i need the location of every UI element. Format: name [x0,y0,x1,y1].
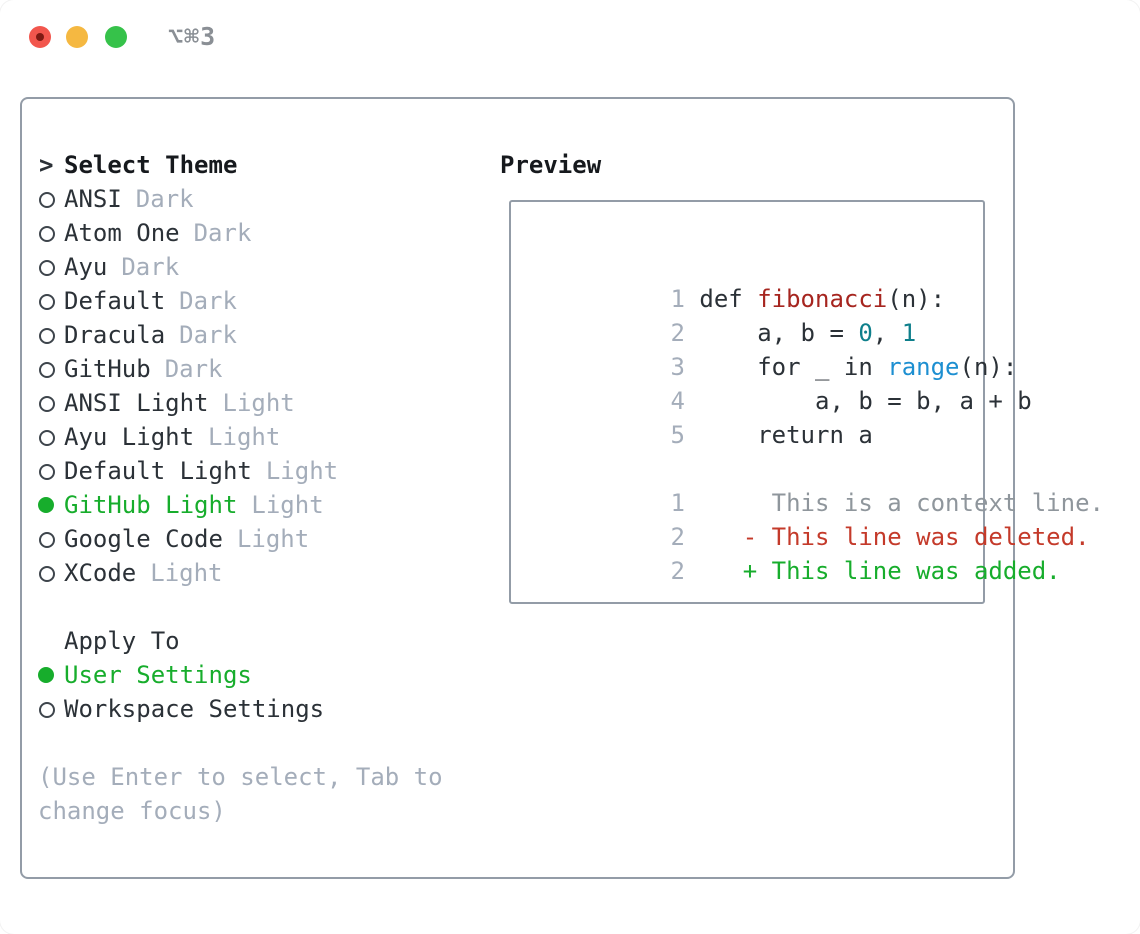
theme-item-github-dark[interactable]: GitHub Dark [38,352,223,386]
variant-badge: Light [222,389,295,417]
apply-to-title: Apply To [64,627,180,655]
theme-picker-panel: > Select Theme ANSI Dark Atom One Dark A… [20,97,1104,879]
theme-item-atom-one-dark[interactable]: Atom One Dark [38,216,251,250]
close-button[interactable] [29,26,51,48]
focus-marker: > [38,148,64,182]
radio-selected-icon [38,488,64,522]
diff-deleted-line: 2 - This line was deleted. [670,523,1090,551]
apply-option-user-settings[interactable]: User Settings [38,658,252,692]
radio-icon [38,386,64,420]
variant-badge: Dark [193,219,252,247]
code-line: 3 for _ in range(n): [670,353,1018,381]
unsaved-dot-icon [36,33,44,41]
apply-to-header: Apply To [38,624,180,658]
variant-badge: Dark [179,321,237,349]
code-preview: 1 def fibonacci(n): 2 a, b = 0, 1 3 for … [526,248,1104,585]
theme-item-dracula-dark[interactable]: Dracula Dark [38,318,237,352]
theme-item-ansi-light[interactable]: ANSI Light Light [38,386,295,420]
theme-item-google-code[interactable]: Google Code Light [38,522,309,556]
variant-badge: Dark [164,355,223,383]
select-theme-title: Select Theme [64,151,238,179]
radio-icon [38,284,64,318]
theme-item-default-dark[interactable]: Default Dark [38,284,237,318]
theme-item-github-light[interactable]: GitHub Light Light [38,488,324,522]
window-title: ⌥⌘3 [168,22,217,51]
help-text-line2: change focus) [38,797,226,825]
chevron-right-icon: > [39,151,54,179]
code-line: 4 a, b = b, a + b [670,387,1032,415]
code-line: 5 return a [670,421,873,449]
theme-item-ansi-dark[interactable]: ANSI Dark [38,182,194,216]
radio-icon [38,352,64,386]
variant-badge: Light [236,525,310,553]
variant-badge: Dark [135,185,194,213]
theme-item-ayu-dark[interactable]: Ayu Dark [38,250,179,284]
variant-badge: Light [265,457,339,485]
zoom-button[interactable] [105,26,127,48]
select-theme-header: > Select Theme [38,148,237,182]
diff-added-line: 2 + This line was added. [670,557,1061,585]
title-bar: ⌥⌘3 [0,0,1140,74]
radio-icon [38,250,64,284]
radio-icon [38,692,64,726]
code-line: 1 def fibonacci(n): [670,285,946,313]
radio-icon [38,522,64,556]
code-line: 2 a, b = 0, 1 [670,319,917,347]
help-text-line1: (Use Enter to select, Tab to [38,763,443,791]
theme-item-xcode[interactable]: XCode Light [38,556,223,590]
preview-pane: 1 def fibonacci(n): 2 a, b = 0, 1 3 for … [509,200,1104,604]
variant-badge: Dark [179,287,237,315]
radio-selected-icon [38,658,64,692]
radio-icon [38,420,64,454]
preview-title: Preview [500,151,602,179]
variant-badge: Light [150,559,223,587]
theme-item-ayu-light[interactable]: Ayu Light Light [38,420,280,454]
variant-badge: Dark [121,253,180,281]
apply-option-workspace-settings[interactable]: Workspace Settings [38,692,324,726]
radio-icon [38,216,64,250]
diff-context-line: 1 This is a context line. [670,489,1104,517]
radio-icon [38,556,64,590]
variant-badge: Light [251,491,324,519]
variant-badge: Light [208,423,281,451]
minimize-button[interactable] [66,26,88,48]
radio-icon [38,318,64,352]
radio-icon [38,454,64,488]
radio-icon [38,182,64,216]
theme-item-default-light[interactable]: Default Light Light [38,454,338,488]
